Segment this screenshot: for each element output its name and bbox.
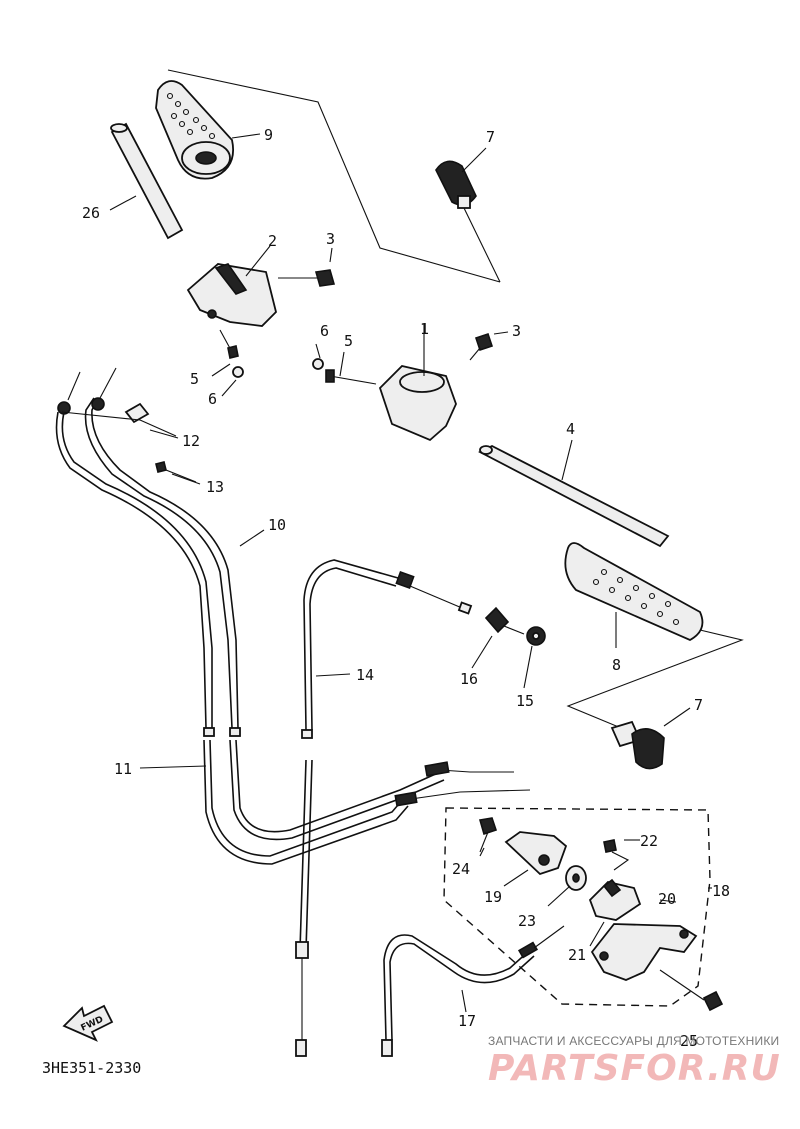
- part-11-throttle-cable[interactable]: [55, 411, 531, 865]
- callout-10: 10: [268, 516, 286, 534]
- callout-26: 26: [82, 204, 100, 222]
- part-18-lever-assembly-outline: [443, 807, 711, 1007]
- part-10-throttle-cable[interactable]: [84, 397, 514, 841]
- grip-group-outline: [167, 69, 501, 283]
- part-12-cable-clamp[interactable]: [61, 402, 177, 437]
- diagram-code: 3HE351-2330: [42, 1059, 142, 1077]
- part-16-adjuster[interactable]: [484, 606, 525, 635]
- part-9-left-grip[interactable]: [155, 80, 234, 180]
- part-13-screw[interactable]: [155, 461, 197, 483]
- callout-22: 22: [640, 832, 658, 850]
- callout-labels: 1 2 3 3 4 5 5 6 6 7 7 8 9 10 11 12 13 14…: [82, 126, 730, 1050]
- part-3-screw-left[interactable]: [278, 269, 336, 287]
- callout-2: 2: [268, 232, 277, 250]
- callout-8: 8: [612, 656, 621, 674]
- callout-7-bottom: 7: [694, 696, 703, 714]
- callout-21: 21: [568, 946, 586, 964]
- part-7-bar-end-bottom[interactable]: [610, 720, 665, 770]
- part-4-throttle-tube[interactable]: [478, 444, 670, 548]
- callout-3-right: 3: [512, 322, 521, 340]
- part-5-screw-right[interactable]: [325, 369, 377, 385]
- callout-14: 14: [356, 666, 374, 684]
- callout-17: 17: [458, 1012, 476, 1030]
- callout-7-top: 7: [486, 128, 495, 146]
- callout-5-right: 5: [344, 332, 353, 350]
- callout-25: 25: [680, 1032, 698, 1050]
- part-20-mount-plate[interactable]: [590, 923, 698, 981]
- leader-lines: [109, 133, 712, 1013]
- callout-3-left: 3: [326, 230, 335, 248]
- callout-6-left: 6: [208, 390, 217, 408]
- part-21-bracket[interactable]: [588, 878, 642, 921]
- part-5-screw-left[interactable]: [219, 329, 239, 359]
- part-8-right-grip[interactable]: [564, 542, 704, 642]
- callout-6-right: 6: [320, 322, 329, 340]
- cable-end-fittings-top: [57, 367, 117, 415]
- callout-20: 20: [658, 890, 676, 908]
- part-6-nut-right[interactable]: [312, 358, 324, 370]
- part-22-screw[interactable]: [603, 839, 630, 871]
- part-2-switch-housing[interactable]: [186, 263, 277, 327]
- part-3-screw-right[interactable]: [469, 332, 494, 361]
- callout-5-left: 5: [190, 370, 199, 388]
- part-17-cable[interactable]: [381, 925, 565, 1057]
- part-24-screw[interactable]: [478, 817, 498, 853]
- part-26-inner-tube[interactable]: [110, 122, 184, 240]
- callout-24: 24: [452, 860, 470, 878]
- part-15-lock-nut[interactable]: [526, 626, 546, 646]
- part-6-nut-left[interactable]: [232, 366, 244, 378]
- part-19-lever[interactable]: [504, 831, 568, 876]
- callout-4: 4: [566, 420, 575, 438]
- watermark-text: ЗАПЧАСТИ И АКСЕССУАРЫ ДЛЯ МОТОТЕХНИКИ: [488, 1034, 780, 1048]
- callout-13: 13: [206, 478, 224, 496]
- callout-23: 23: [518, 912, 536, 930]
- part-7-bar-end-top[interactable]: [435, 160, 477, 209]
- part-25-bolt[interactable]: [659, 969, 724, 1012]
- callout-12: 12: [182, 432, 200, 450]
- callout-1: 1: [420, 320, 429, 338]
- grip-group-outline-right: [566, 629, 744, 741]
- callout-16: 16: [460, 670, 478, 688]
- callout-11: 11: [114, 760, 132, 778]
- part-23-washer[interactable]: [565, 865, 587, 891]
- callout-19: 19: [484, 888, 502, 906]
- callout-9: 9: [264, 126, 273, 144]
- fwd-arrow-icon: FWD: [62, 1004, 114, 1042]
- callout-18: 18: [712, 882, 730, 900]
- callout-15: 15: [516, 692, 534, 710]
- part-14-clutch-cable[interactable]: [295, 559, 473, 1057]
- watermark-logo: PARTSFOR.RU: [488, 1048, 781, 1089]
- part-1-throttle-housing[interactable]: [378, 365, 457, 442]
